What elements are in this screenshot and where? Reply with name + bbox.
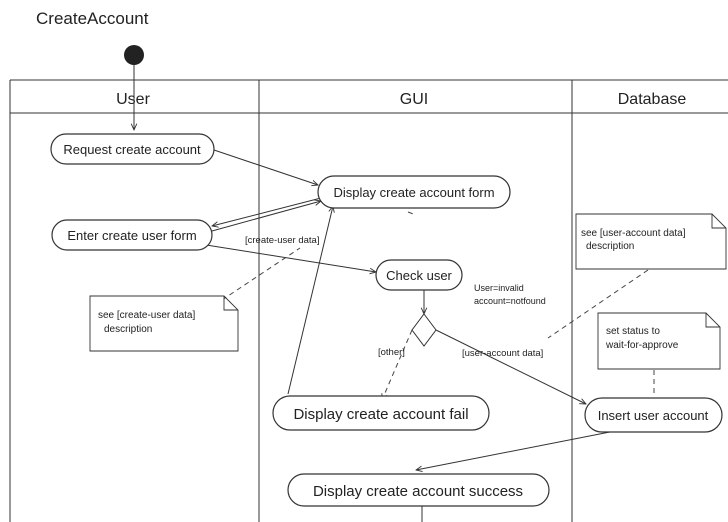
note-line: see [create-user data] [98,310,195,321]
note-user-account-data: see [user-account data] description [575,213,727,270]
action-display-create-account-fail: Display create account fail [272,395,490,431]
initial-node [124,45,144,65]
label-user-account-data: [user-account data] [462,348,543,359]
action-display-create-account-form: Display create account form [317,175,511,209]
lane-header-user: User [116,91,150,108]
action-request-create-account: Request create account [50,133,215,165]
action-label: Enter create user form [67,228,196,243]
decision-node [411,313,437,347]
diagram-title: CreateAccount [36,9,149,28]
action-check-user: Check user [375,259,463,291]
note-line: set status to [606,326,660,337]
swimlane-frame [9,79,728,522]
action-label: Request create account [63,142,201,157]
action-display-create-account-success: Display create account success [287,473,550,507]
lane-header-database: Database [618,91,687,108]
action-enter-create-user-form: Enter create user form [51,219,213,251]
note-set-status: set status to wait-for-approve [597,312,721,370]
label-other: [other] [378,347,405,358]
label-condition-line-2: account=notfound [474,296,546,306]
action-label: Display create account form [333,185,494,200]
note-line: description [586,241,634,252]
dashed-connectors [221,211,655,400]
note-create-user-data: see [create-user data] description [89,295,239,352]
label-create-user-data: [create-user data] [245,235,319,246]
note-line: description [104,324,152,335]
action-label: Insert user account [598,408,709,423]
action-label: Display create account fail [293,406,468,423]
note-line: wait-for-approve [605,340,679,351]
control-flows [134,65,621,522]
lane-header-gui: GUI [400,91,428,108]
note-line: see [user-account data] [581,228,686,239]
action-label: Check user [386,268,452,283]
label-condition-line-1: User=invalid [474,283,524,293]
action-label: Display create account success [313,483,523,500]
action-insert-user-account: Insert user account [584,397,723,433]
